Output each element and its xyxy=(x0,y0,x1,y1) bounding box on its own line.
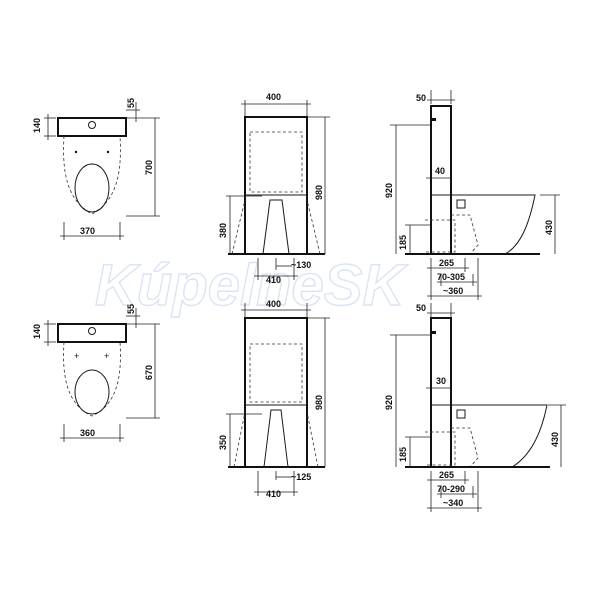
dim-top-side-360: ~360 xyxy=(443,286,463,296)
svg-text:+: + xyxy=(104,351,109,361)
top-plan-seat xyxy=(74,163,110,213)
dim-top-side-265: 265 xyxy=(439,258,454,268)
dim-bottom-front-410: 410 xyxy=(266,489,281,499)
bottom-front-bowl-sides xyxy=(233,411,319,468)
top-side-trap xyxy=(451,214,479,255)
dim-top-plan-140: 140 xyxy=(32,118,42,133)
dim-top-plan-370: 370 xyxy=(80,226,95,236)
bottom-plan-seat xyxy=(74,369,110,415)
dim-bottom-side-185: 185 xyxy=(398,447,408,462)
dim-bottom-plan-360: 360 xyxy=(80,428,95,438)
dim-top-front-400: 400 xyxy=(266,92,281,102)
bottom-side-view: 50 30 920 185 430 265 70-290 ~340 xyxy=(384,303,566,512)
dim-bottom-side-920: 920 xyxy=(384,395,394,410)
top-side-bowl xyxy=(451,194,536,255)
bottom-side-trap xyxy=(451,427,479,468)
bottom-plan-bowl-outline xyxy=(63,341,121,417)
dim-top-side-50: 50 xyxy=(416,93,426,103)
top-front-tank xyxy=(244,116,308,255)
dim-bottom-front-125: ~125 xyxy=(291,472,311,482)
bottom-side-bowl xyxy=(451,404,548,468)
dim-bottom-plan-670: 670 xyxy=(144,365,154,380)
dim-top-front-980: 980 xyxy=(314,185,324,200)
dim-bottom-side-430: 430 xyxy=(550,432,560,447)
top-front-pedestal xyxy=(262,199,290,255)
dim-bottom-side-70-290: 70-290 xyxy=(437,484,465,494)
top-plan-cistern xyxy=(57,117,127,137)
dim-top-front-410: 410 xyxy=(266,275,281,285)
dim-bottom-side-265: 265 xyxy=(439,470,454,480)
bottom-front-view: 400 980 350 410 ~125 xyxy=(218,299,330,499)
bottom-plan-flush-button xyxy=(88,327,96,335)
dim-bottom-side-30: 30 xyxy=(436,376,446,386)
dim-top-front-130: ~130 xyxy=(291,260,311,270)
bottom-plan-view: + + 140 55 670 360 xyxy=(32,304,160,442)
dim-bottom-plan-55: 55 xyxy=(126,304,136,314)
top-front-bowl-sides xyxy=(231,199,321,255)
bottom-front-tank-inner xyxy=(249,343,303,403)
dim-bottom-side-50: 50 xyxy=(416,303,426,313)
dim-bottom-plan-140: 140 xyxy=(32,324,42,339)
dim-top-side-185: 185 xyxy=(398,235,408,250)
top-plan-flush-button xyxy=(88,121,96,129)
top-plan-bowl-outline xyxy=(63,135,121,215)
dim-bottom-front-400: 400 xyxy=(266,299,281,309)
dim-top-side-70-305: 70-305 xyxy=(437,272,465,282)
dim-top-front-380: 380 xyxy=(218,223,228,238)
dim-top-plan-700: 700 xyxy=(144,160,154,175)
dim-bottom-front-980: 980 xyxy=(314,395,324,410)
bottom-front-tank xyxy=(244,317,308,468)
dim-top-side-430: 430 xyxy=(544,220,554,235)
dim-bottom-front-350: 350 xyxy=(218,435,228,450)
top-side-tank xyxy=(430,105,452,255)
dim-bottom-side-340: ~340 xyxy=(443,498,463,508)
svg-text:+: + xyxy=(74,351,79,361)
top-front-tank-inner xyxy=(249,131,303,193)
dim-top-plan-55: 55 xyxy=(126,98,136,108)
bottom-side-tank xyxy=(430,317,452,468)
top-front-view: 400 980 380 410 ~130 xyxy=(218,92,330,285)
top-side-view: 50 40 920 185 430 265 70-305 ~360 xyxy=(384,90,560,300)
dim-top-side-920: 920 xyxy=(384,183,394,198)
bottom-front-pedestal xyxy=(263,409,289,468)
dim-top-side-40: 40 xyxy=(435,166,445,176)
bottom-plan-cistern xyxy=(57,323,127,343)
watermark-text: KúpelneSK xyxy=(95,253,408,318)
top-plan-view: 140 55 700 370 xyxy=(32,98,160,240)
